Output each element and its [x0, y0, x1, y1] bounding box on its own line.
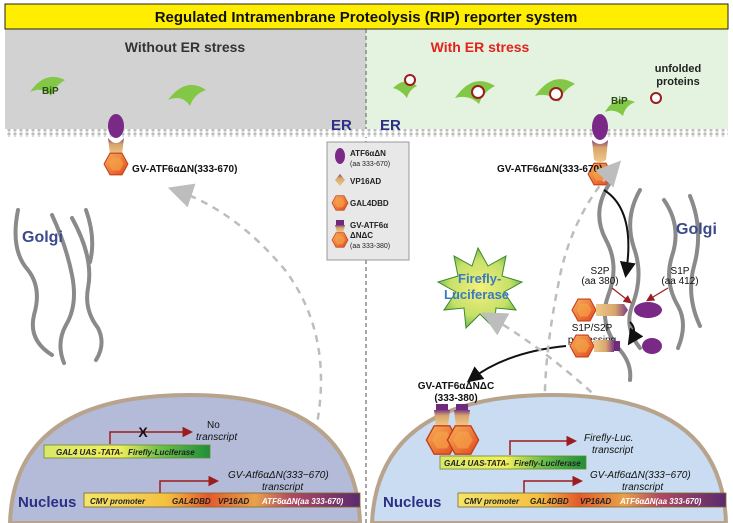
- golgi-left: [13, 208, 104, 365]
- legend-line: (aa 333-670): [350, 161, 390, 168]
- nucleus-label-left: Nucleus: [18, 494, 76, 511]
- bip-icon: [30, 76, 65, 96]
- expr-seg-vp16: VP16AD: [218, 497, 249, 506]
- s1p-label-1: S1P: [671, 266, 690, 277]
- atf6-membrane-left: [103, 114, 129, 176]
- golgi-right: [597, 178, 702, 382]
- legend-line: ATF6αΔN: [350, 149, 386, 158]
- expr-seg-gal4: GAL4DBD: [172, 497, 211, 506]
- legend-line: ΔNΔC: [350, 231, 373, 240]
- unfolded-label-1: unfolded: [655, 63, 701, 75]
- nucleus-left: [7, 392, 363, 523]
- bip-icon: [168, 84, 206, 106]
- gv-dimer: [425, 404, 480, 455]
- dashed-arrow-right-2: [481, 312, 662, 471]
- reporter-construct-right: GAL4 UAS -TATA- Firefly-Luciferase: [439, 455, 587, 470]
- unfolded-label-2: proteins: [656, 76, 699, 88]
- reporter-seg-tata: -TATA-: [484, 459, 509, 468]
- cleaved-fragment: [569, 334, 662, 358]
- legend-line: VP16AD: [350, 177, 381, 186]
- gvc-label-2: (333-380): [434, 393, 477, 404]
- expr-seg-vp16: VP16AD: [580, 497, 611, 506]
- no-transcript-1: No: [207, 420, 220, 431]
- reporter-seg-uas: GAL4 UAS: [56, 448, 97, 457]
- nucleus-label-right: Nucleus: [383, 494, 441, 511]
- luciferase-label-1: Firefly-: [458, 271, 501, 286]
- legend-box: ATF6αΔN (aa 333-670) VP16AD GAL4DBD GV-A…: [326, 141, 410, 261]
- expr-seg-atf6: ATF6αΔN(aa 333-670): [619, 497, 702, 506]
- transcription-arrow-right: [509, 435, 577, 455]
- s1p-pointer: [645, 287, 669, 302]
- transcription-arrow-left: [109, 426, 193, 444]
- gv-label-right: GV-ATF6αΔN(333-670): [497, 164, 602, 175]
- gv-transcript-right-2: transcript: [622, 482, 664, 493]
- bip-label-left: BiP: [42, 86, 59, 97]
- legend-line: (aa 333-380): [350, 243, 390, 250]
- processing-label-2: processing: [568, 335, 616, 346]
- expr-seg-atf6: ATF6αΔN(aa 333-670): [261, 497, 344, 506]
- golgi-label-left: Golgi: [22, 229, 63, 246]
- expr-seg-cmv: CMV promoter: [90, 497, 146, 506]
- legend-line: GAL4DBD: [350, 199, 389, 208]
- reporter-seg-luc: Firefly-Luciferase: [128, 448, 195, 457]
- s1p-label-2: (aa 412): [661, 276, 698, 287]
- x-mark: X: [138, 424, 148, 440]
- title: Regulated Intramenbrane Proteolysis (RIP…: [155, 9, 578, 26]
- s2p-pointer: [611, 287, 632, 304]
- nuclear-import-arrow: [466, 345, 567, 383]
- transcription-arrow-left-2: [159, 475, 219, 495]
- dashed-arrow-left: [167, 183, 323, 471]
- legend-line: GV-ATF6α: [350, 221, 388, 230]
- er-label-left: ER: [331, 117, 352, 134]
- reporter-construct-left: GAL4 UAS -TATA- Firefly-Luciferase: [43, 444, 211, 459]
- reporter-seg-uas: GAL4 UAS: [444, 459, 485, 468]
- er-membrane: [5, 129, 728, 137]
- reporter-seg-tata: -TATA-: [98, 448, 123, 457]
- ff-transcript-1: Firefly-Luc.: [584, 433, 633, 444]
- expr-seg-cmv: CMV promoter: [464, 497, 520, 506]
- transport-arrow: [603, 189, 636, 278]
- s2p-label-1: S2P: [591, 266, 610, 277]
- golgi-label-right: Golgi: [676, 221, 717, 238]
- no-transcript-2: transcript: [196, 432, 238, 443]
- ff-transcript-2: transcript: [592, 445, 634, 456]
- gv-transcript-left-1: GV-Atf6αΔN(333−670): [228, 470, 329, 481]
- expression-construct-right: CMV promoter GAL4DBD VP16AD ATF6αΔN(aa 3…: [457, 492, 727, 508]
- gv-transcript-left-2: transcript: [262, 482, 304, 493]
- atf6-membrane-right: [587, 114, 613, 186]
- gv-atf6-dnc-icon: [331, 220, 349, 248]
- bip-unfolded-group: [393, 74, 662, 116]
- er-label-right: ER: [380, 117, 401, 134]
- bip-label-right: BiP: [611, 96, 628, 107]
- left-panel-header: Without ER stress: [125, 39, 246, 55]
- gv-transcript-right-1: GV-Atf6αΔN(333−670): [590, 470, 691, 481]
- atf6-icon: [335, 148, 345, 164]
- reporter-seg-luc: Firefly-Luciferase: [514, 459, 581, 468]
- vp16-icon: [335, 174, 345, 186]
- processing-label-1: S1P/S2P: [572, 323, 613, 334]
- right-panel-header: With ER stress: [431, 39, 530, 55]
- luciferase-star: [436, 246, 524, 330]
- transcription-arrow-right-2: [523, 475, 583, 495]
- expression-construct-left: CMV promoter GAL4DBD VP16AD ATF6αΔN(aa 3…: [83, 492, 361, 508]
- gal4-icon: [331, 195, 349, 211]
- gvc-label-1: GV-ATF6αΔNΔC: [418, 381, 494, 392]
- processing-arrow: [627, 321, 644, 346]
- atf6-golgi: [571, 298, 662, 322]
- luciferase-label-2: Luciferase: [444, 287, 509, 302]
- s2p-label-2: (aa 380): [581, 276, 618, 287]
- gv-label-left: GV-ATF6αΔN(333-670): [132, 164, 237, 175]
- title-bar: [4, 3, 729, 30]
- expr-seg-gal4: GAL4DBD: [530, 497, 569, 506]
